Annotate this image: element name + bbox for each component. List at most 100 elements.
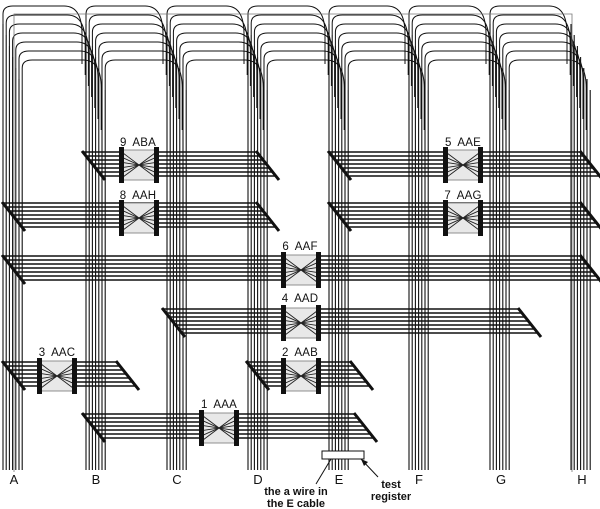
cable-h <box>570 24 591 470</box>
switch-4-left-bar <box>281 305 286 341</box>
switch-number-3: 3 <box>39 347 46 359</box>
register-arrow-icon <box>361 459 368 466</box>
switch-8-right-bar <box>154 200 159 236</box>
row-switch-5-left-terminal <box>326 150 353 181</box>
column-label-d: D <box>253 472 262 487</box>
row-switch-9 <box>80 150 281 181</box>
loop-f-5 <box>421 41 500 108</box>
switch-5 <box>443 147 483 183</box>
wire-note-line-1: the a wire in <box>264 486 328 498</box>
cable-b <box>85 24 106 470</box>
switch-number-1: 1 <box>201 399 208 411</box>
switch-2-left-bar <box>281 358 286 394</box>
column-label-h: H <box>577 472 586 487</box>
cable-columns <box>2 24 591 470</box>
switch-code-2: AAB <box>294 347 318 359</box>
loop-a-5 <box>15 41 96 108</box>
row-switch-9-left-terminal <box>80 150 107 181</box>
switch-label-7: 7 AAG <box>444 190 481 202</box>
register-note-line-2: register <box>371 491 412 503</box>
switch-9 <box>119 147 159 183</box>
loop-d-5 <box>260 41 339 108</box>
upper-wire-loops <box>2 5 587 472</box>
switch-9-cross-6 <box>122 152 156 178</box>
row-switch-1-right-terminal <box>352 412 379 443</box>
switch-number-7: 7 <box>444 190 451 202</box>
switch-3-left-bar <box>37 358 42 394</box>
switch-4-cross-6 <box>284 310 318 336</box>
switch-code-9: ABA <box>132 137 156 149</box>
row-switch-7-right-terminal <box>578 201 600 230</box>
switch-2-cross-6 <box>284 363 318 389</box>
switch-number-9: 9 <box>120 137 127 149</box>
wire-note-line-2: the E cable <box>267 498 325 509</box>
loop-f-7 <box>427 59 506 130</box>
switch-8-cross-6 <box>122 205 156 231</box>
loop-b-5 <box>98 41 177 108</box>
switch-6-cross-6 <box>284 257 318 283</box>
switch-5-cross-6 <box>446 152 480 178</box>
switch-7-right-bar <box>478 200 483 236</box>
loop-e-5 <box>341 41 419 108</box>
cable-e <box>328 24 349 470</box>
switch-8-left-bar <box>119 200 124 236</box>
cable-a <box>2 24 23 470</box>
switch-2-right-bar <box>316 358 321 394</box>
loop-a-7 <box>21 59 102 130</box>
switch-label-2: 2 AAB <box>282 347 318 359</box>
loop-c-7 <box>185 59 264 130</box>
switch-label-5: 5 AAE <box>445 137 481 149</box>
switch-code-5: AAE <box>457 137 481 149</box>
switch-6-left-bar <box>281 252 286 288</box>
switch-3-right-bar <box>72 358 77 394</box>
switch-label-3: 3 AAC <box>39 347 76 359</box>
row-switch-5-right-terminal <box>578 150 600 179</box>
cable-d <box>247 24 268 470</box>
switch-number-2: 2 <box>282 347 289 359</box>
switch-3-cross-6 <box>40 363 74 389</box>
switch-code-8: AAH <box>132 190 156 202</box>
loop-e-6 <box>344 50 422 119</box>
row-switch-3-right-terminal <box>114 360 141 391</box>
row-switch-4 <box>160 307 543 338</box>
row-switch-9-right-terminal <box>254 150 281 181</box>
switch-code-3: AAC <box>51 347 75 359</box>
switch-3 <box>37 358 77 394</box>
row-switch-4-right-terminal <box>516 307 543 338</box>
row-switch-8-right-terminal <box>254 201 281 232</box>
switch-number-6: 6 <box>282 241 289 253</box>
crossbar-switches <box>37 147 483 446</box>
switch-8 <box>119 200 159 236</box>
switch-7-left-bar <box>443 200 448 236</box>
switch-code-6: AAF <box>295 241 318 253</box>
switch-7 <box>443 200 483 236</box>
wire-note-pointer <box>315 458 332 485</box>
switch-code-4: AAD <box>294 293 318 305</box>
loop-g-7 <box>508 59 587 130</box>
loop-c-5 <box>179 41 258 108</box>
column-label-e: E <box>335 472 344 487</box>
row-switch-2-right-terminal <box>348 360 375 391</box>
switch-1-right-bar <box>234 410 239 446</box>
switch-label-8: 8 AAH <box>120 190 157 202</box>
switch-7-cross-6 <box>446 205 480 231</box>
switch-5-right-bar <box>478 147 483 183</box>
cable-c <box>166 24 187 470</box>
switch-label-4: 4 AAD <box>282 293 319 305</box>
loop-b-7 <box>104 59 183 130</box>
row-switch-6-right-terminal <box>578 254 600 283</box>
row-switch-7-left-terminal <box>326 201 353 232</box>
switch-code-1: AAA <box>213 399 237 411</box>
switch-number-5: 5 <box>445 137 452 149</box>
switch-9-left-bar <box>119 147 124 183</box>
outer-frame-wire <box>13 13 573 472</box>
switch-label-9: 9 ABA <box>120 137 156 149</box>
column-label-a: A <box>10 472 19 487</box>
switch-label-1: 1 AAA <box>201 399 237 411</box>
register-note-line-1: test <box>381 479 401 491</box>
switch-1-left-bar <box>199 410 204 446</box>
switch-number-8: 8 <box>120 190 127 202</box>
loop-d-7 <box>266 59 345 130</box>
switch-2 <box>281 358 321 394</box>
switch-1 <box>199 410 239 446</box>
